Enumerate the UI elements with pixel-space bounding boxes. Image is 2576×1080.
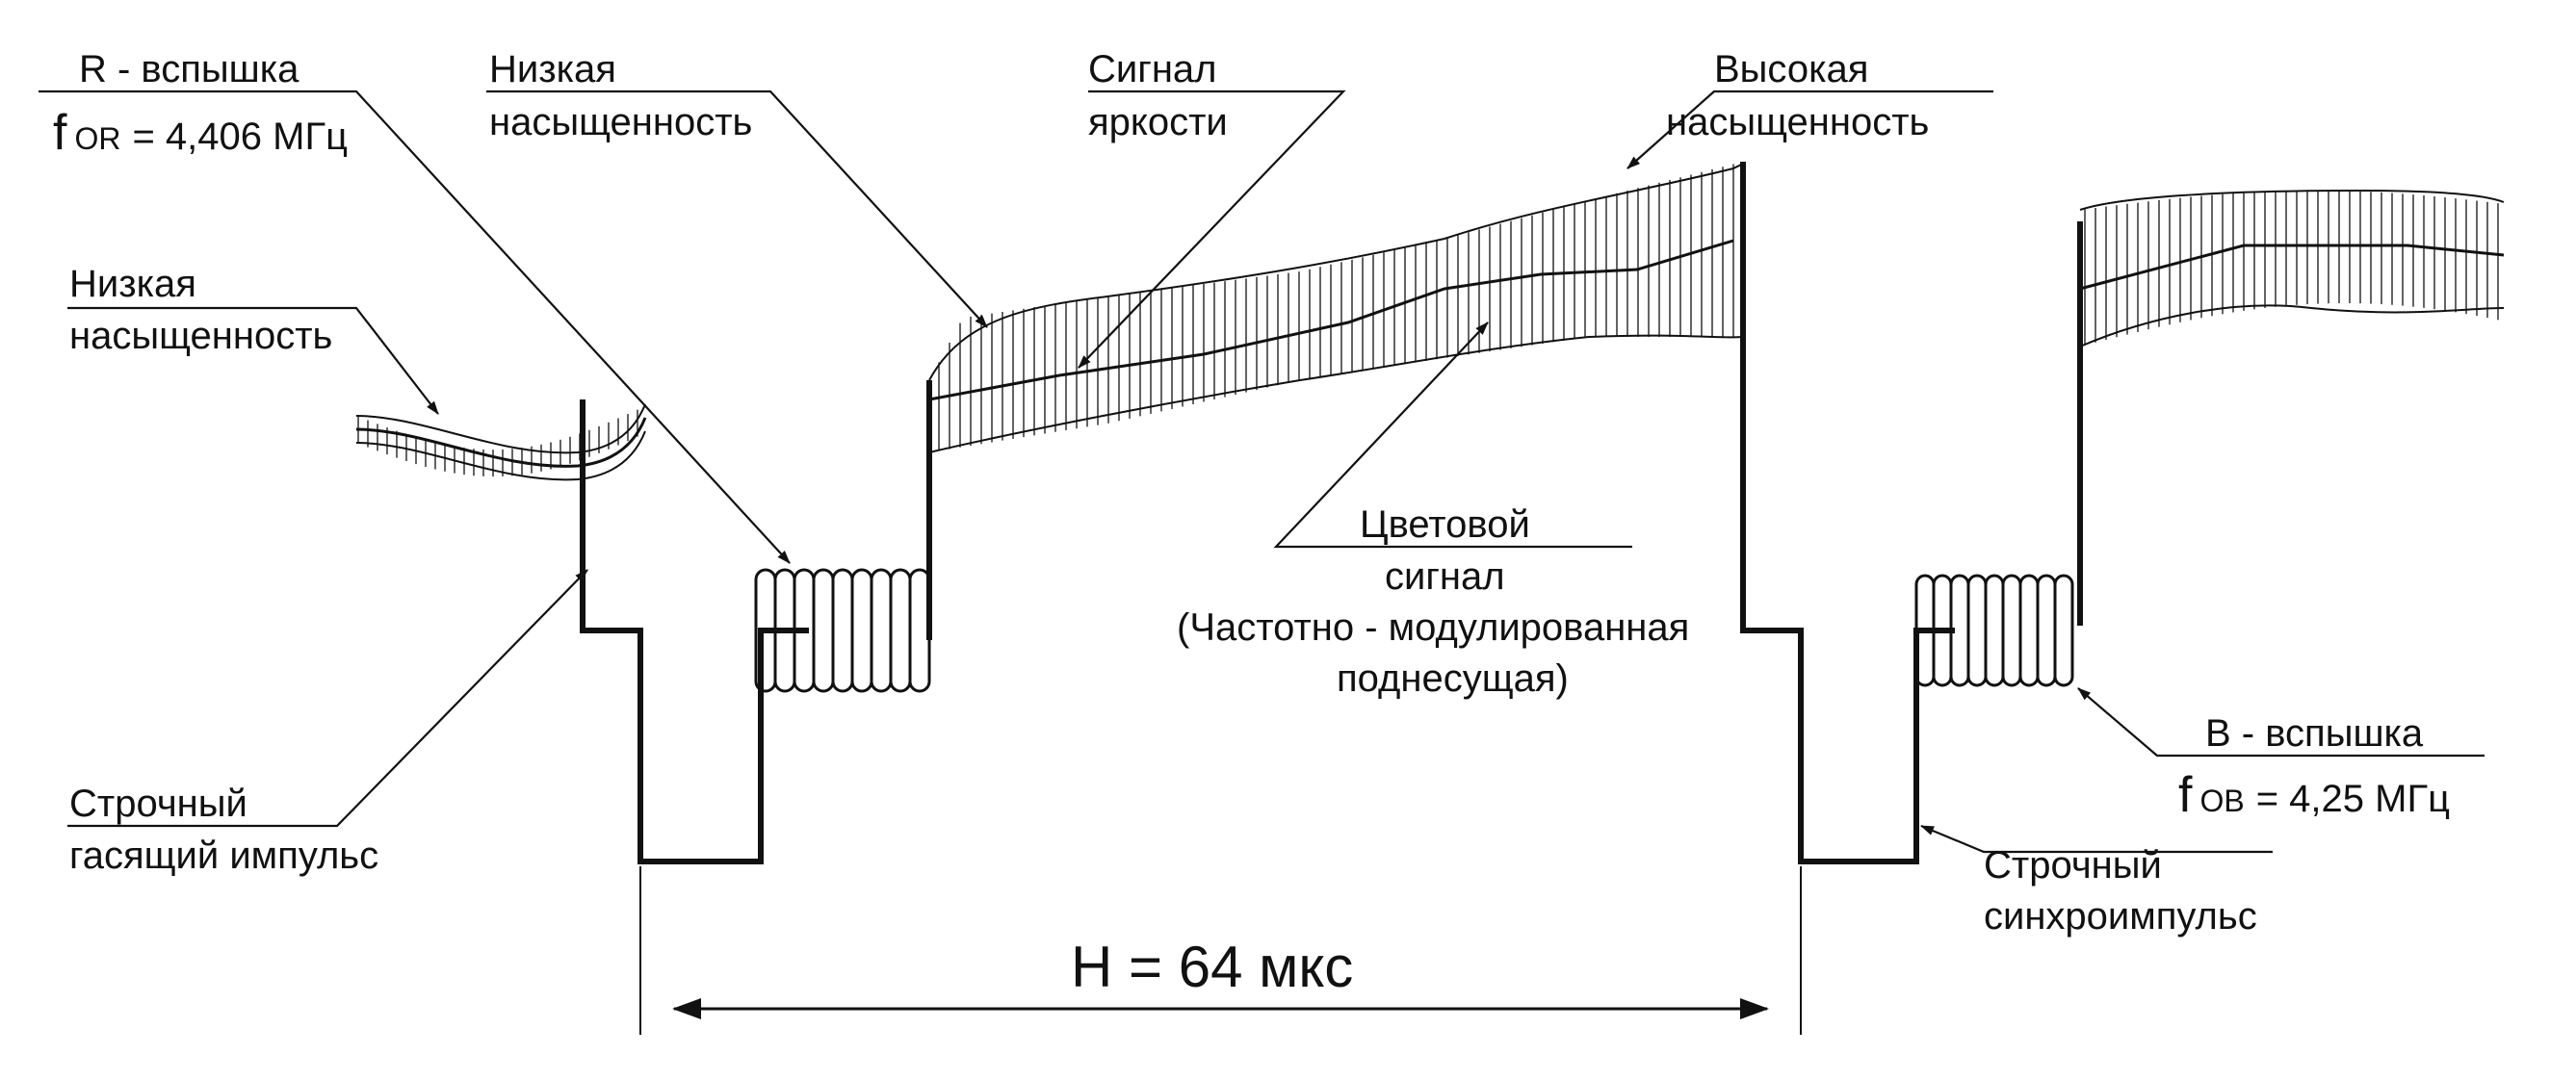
low-saturation-top-label-1: Низкая	[489, 48, 616, 90]
band-main-saturation	[928, 163, 1744, 453]
hatch-right-band	[2084, 191, 2499, 346]
sync-pulse-label-1: Строчный	[1984, 844, 2162, 887]
period-dimension	[639, 866, 1802, 1035]
leader-lines	[39, 90, 2485, 854]
b-burst-coil	[1914, 574, 2074, 687]
line-waveform	[580, 162, 2083, 864]
chroma-label-2: сигнал	[1385, 555, 1505, 598]
chroma-hatching	[357, 164, 2499, 477]
sync-pulse-label-2: синхроимпульс	[1984, 895, 2257, 938]
chroma-label-4: поднесущая)	[1337, 657, 1569, 700]
low-saturation-left-label-1: Низкая	[69, 263, 196, 305]
luma-label-2: яркости	[1088, 101, 1228, 143]
r-burst-oscillation	[754, 568, 931, 693]
period-label: H = 64 мкс	[1071, 935, 1353, 999]
blanking-pulse-label-1: Строчный	[69, 783, 247, 825]
band-left-low-saturation	[355, 403, 647, 481]
low-saturation-left-label-2: насыщенность	[69, 315, 332, 357]
hatch-main-band	[938, 164, 1734, 451]
chroma-label-1: Цветовой	[1360, 503, 1530, 546]
band-right-high-saturation	[2079, 189, 2505, 347]
luma-label-1: Сигнал	[1088, 48, 1217, 90]
low-saturation-top-label-2: насыщенность	[489, 101, 752, 143]
r-burst-label: R - вспышка	[79, 48, 299, 90]
b-burst-label: B - вспышка	[2205, 712, 2424, 755]
chroma-label-3: (Частотно - модулированная	[1177, 606, 1689, 649]
high-saturation-label-1: Высокая	[1714, 48, 1868, 90]
blanking-pulse-label-2: гасящий импульс	[69, 835, 378, 877]
b-burst-oscillation	[1914, 574, 2074, 687]
r-burst-coil	[754, 568, 931, 693]
high-saturation-label-2: насыщенность	[1666, 101, 1929, 143]
